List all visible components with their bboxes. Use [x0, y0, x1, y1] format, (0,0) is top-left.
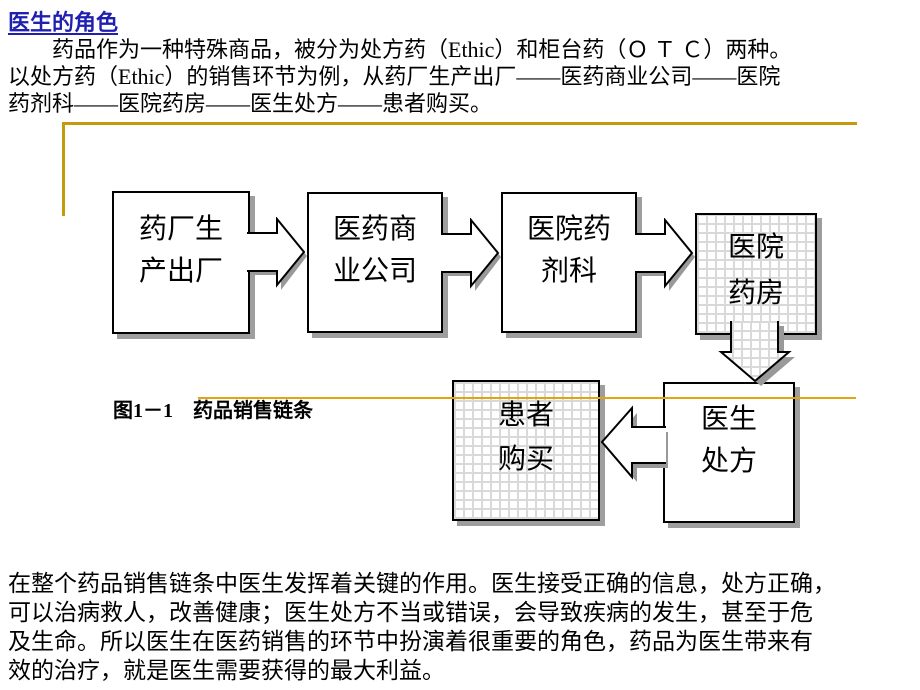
flow-box-factory: 药厂生 产出厂: [112, 191, 250, 334]
paragraph-line: 及生命。所以医生在医药销售的环节中扮演着很重要的角色，药品为医生带来有: [8, 629, 813, 654]
gold-corner-line-horizontal: [62, 122, 857, 125]
box-text-line: 药厂生: [138, 214, 223, 245]
gold-corner-line-vertical: [62, 122, 65, 216]
flow-box-distributor: 医药商 业公司: [307, 192, 443, 333]
paragraph-line: 可以治病救人，改善健康；医生处方不当或错误，会导致疾病的发生，甚至于危: [8, 600, 813, 625]
box-text-line: 剂科: [540, 256, 597, 287]
paragraph-line: 效的治疗，就是医生需要获得的最大利益。: [8, 658, 445, 683]
flow-box-patient: 患者 购买: [452, 380, 600, 521]
flow-box-doctor: 医生 处方: [663, 382, 795, 523]
paragraph-line: 以处方药（Ethic）的销售环节为例，从药厂生产出厂——医药商业公司——医院: [8, 64, 781, 89]
box-text-line: 购买: [497, 444, 554, 475]
box-text-line: 业公司: [332, 256, 417, 287]
arrow-left-icon: [600, 405, 668, 482]
flow-box-hospital-dept: 医院药 剂科: [501, 192, 637, 333]
arrow-down-icon: [718, 321, 795, 386]
arrow-right-icon: [247, 217, 307, 290]
paragraph-line: 在整个药品销售链条中医生发挥着关键的作用。医生接受正确的信息，处方正确，: [8, 571, 836, 596]
page-title: 医生的角色: [8, 10, 119, 35]
intro-paragraph: 药品作为一种特殊商品，被分为处方药（Ethic）和柜台药（Ｏ Ｔ Ｃ）两种。 以…: [8, 36, 791, 117]
box-text-line: 医院药: [526, 214, 611, 245]
box-text-line: 患者: [497, 400, 554, 431]
figure-caption: 图1－1 药品销售链条: [113, 400, 313, 422]
box-text-line: 产出厂: [138, 256, 223, 287]
paragraph-line: 药品作为一种特殊商品，被分为处方药（Ethic）和柜台药（Ｏ Ｔ Ｃ）两种。: [8, 37, 792, 62]
body-paragraph: 在整个药品销售链条中医生发挥着关键的作用。医生接受正确的信息，处方正确， 可以治…: [8, 569, 836, 685]
box-text-line: 医院: [727, 232, 784, 263]
box-text-line: 处方: [700, 446, 757, 477]
arrow-right-icon: [635, 218, 695, 291]
flow-box-hospital-dispensary: 医院 药房: [695, 213, 817, 335]
box-text-line: 药房: [727, 278, 784, 309]
gold-divider-line: [198, 397, 856, 399]
box-text-line: 医药商: [332, 214, 417, 245]
box-text-line: 医生: [700, 404, 757, 435]
paragraph-line: 药剂科——医院药房——医生处方——患者购买。: [8, 91, 493, 116]
arrow-right-icon: [441, 218, 501, 291]
